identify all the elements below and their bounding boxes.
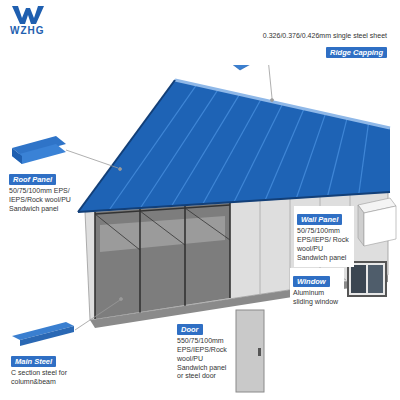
roof-panel-sheet	[12, 144, 66, 164]
callout-box: Roof Panel 50/75/100mm EPS/ IEPS/Rock woo…	[6, 166, 76, 218]
leader-dot	[120, 298, 123, 301]
wall-panels	[85, 192, 388, 320]
roof-plane	[78, 80, 390, 212]
roof-rib	[359, 123, 369, 194]
leader-line	[75, 300, 120, 330]
panel-joint	[260, 200, 261, 294]
roof-rib	[172, 94, 240, 206]
leader-lines	[66, 58, 346, 330]
door-picture	[236, 310, 264, 392]
description-row: 0.326/0.376/0.426mm single steel sheet	[233, 32, 387, 41]
wall-panel-face	[364, 206, 396, 246]
door-handle	[258, 348, 261, 356]
roof-rib	[109, 85, 196, 210]
callout-box: 0.326/0.376/0.426mm single steel sheetRi…	[230, 30, 390, 65]
logo-mark	[12, 6, 44, 24]
roof-rib	[265, 109, 304, 200]
steel-brace	[140, 211, 185, 245]
steel-brace	[95, 214, 140, 250]
steel-frame	[95, 203, 230, 319]
roof-panel-stack	[12, 136, 66, 164]
part-description: C section steel for column&beam	[11, 369, 83, 387]
part-tag-row: Roof Panel	[9, 168, 73, 187]
callout-box: Door 550/75/100mm EPS/IEPS/Rock wool/PU S…	[174, 316, 232, 386]
part-tag-row: Ridge Capping	[233, 41, 387, 60]
part-tag-row: Door	[177, 318, 229, 337]
description-row: C section steel for column&beam	[11, 369, 83, 387]
steel-column	[139, 209, 141, 313]
brand-logo-text: WZHG	[10, 25, 45, 36]
part-description: 0.326/0.376/0.426mm single steel sheet	[233, 32, 387, 41]
interior-back-wall	[100, 216, 225, 252]
window-frame	[348, 262, 386, 296]
roof-rib	[296, 114, 325, 198]
description-row: 50/75/100mm EPS/IEPS/ Rock wool/PU Sandw…	[297, 227, 351, 262]
roof-panel-edge	[12, 148, 22, 164]
c-steel-web	[20, 326, 74, 346]
logo-w	[12, 6, 44, 24]
roof-ribs	[109, 85, 368, 210]
steel-column	[184, 206, 186, 306]
part-tag-row: Main Steel	[11, 350, 83, 369]
roof-rib	[234, 104, 283, 202]
part-tag: Main Steel	[11, 356, 56, 367]
leader-dot	[271, 99, 274, 102]
description-row: Aluminum sliding window	[293, 289, 341, 307]
roof-rib	[328, 118, 347, 196]
part-tag: Door	[177, 324, 203, 335]
description-row: 50/75/100mm EPS/ IEPS/Rock wool/PU Sandw…	[9, 187, 73, 213]
callout-box: WindowAluminum sliding window	[290, 268, 344, 311]
window-pane	[368, 265, 383, 293]
c-section-steel	[12, 322, 74, 346]
gable-trim	[78, 80, 175, 212]
part-description: Aluminum sliding window	[293, 289, 341, 307]
part-tag-row: Window	[293, 270, 341, 289]
steel-column	[94, 212, 96, 319]
callout-box: Wall Panel 50/75/100mm EPS/IEPS/ Rock woo…	[294, 206, 354, 267]
part-description: 50/75/100mm EPS/ IEPS/Rock wool/PU Sandw…	[9, 187, 73, 213]
door-leaf	[236, 310, 264, 392]
wall-panel-sample	[358, 198, 396, 246]
part-tag: Ridge Capping	[326, 47, 387, 58]
part-tag: Roof Panel	[9, 174, 56, 185]
part-tag: Wall Panel	[297, 214, 342, 225]
description-row: 550/75/100mm EPS/IEPS/Rock wool/PU Sandw…	[177, 337, 229, 381]
open-interior	[95, 203, 230, 319]
wall-panel-edge	[358, 205, 364, 246]
part-tag: Window	[293, 276, 330, 287]
leader-dot	[119, 168, 122, 171]
ridge-cap	[175, 80, 390, 128]
window-pane	[351, 265, 366, 293]
steel-brace	[185, 208, 230, 240]
steel-column	[229, 203, 231, 298]
window-picture	[348, 262, 386, 296]
part-tag-row: Wall Panel	[297, 208, 351, 227]
roof-rib	[203, 99, 261, 204]
part-description: 550/75/100mm EPS/IEPS/Rock wool/PU Sandw…	[177, 337, 229, 381]
part-description: 50/75/100mm EPS/IEPS/ Rock wool/PU Sandw…	[297, 227, 351, 262]
callout-box: Main Steel C section steel for column&bea…	[8, 348, 86, 391]
